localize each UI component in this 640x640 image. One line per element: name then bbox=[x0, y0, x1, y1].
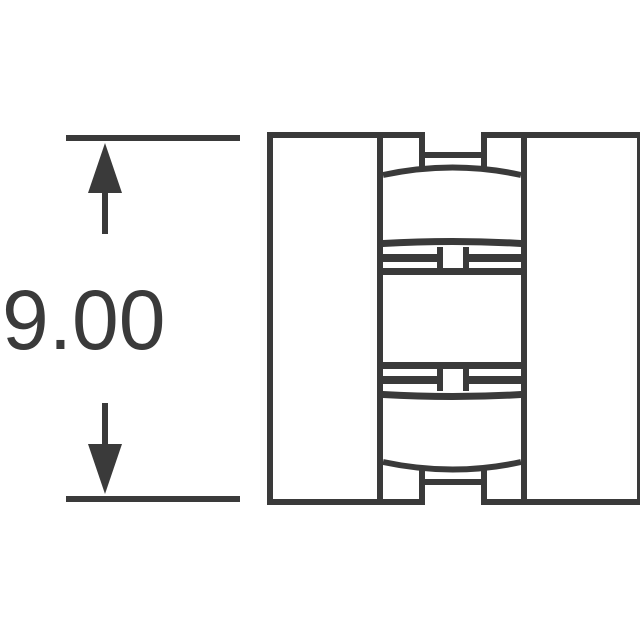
height-dimension bbox=[66, 135, 240, 502]
lower-band-top-edge bbox=[383, 362, 521, 369]
upper-band-top-edge bbox=[383, 238, 521, 247]
lower-lead-band bbox=[383, 362, 521, 400]
lower-band-center-post-left bbox=[437, 369, 443, 391]
dimension-value-label: 9.00 bbox=[2, 273, 166, 367]
lower-band-left-bar bbox=[383, 376, 441, 384]
bottom-cavity-curve bbox=[382, 459, 522, 473]
arrow-down-icon bbox=[88, 444, 122, 494]
lower-band-right-bar bbox=[465, 376, 521, 384]
lower-band-center-post-right bbox=[463, 369, 469, 391]
component-body bbox=[267, 132, 640, 505]
lower-band-bottom-edge bbox=[383, 391, 521, 400]
component-outline bbox=[267, 132, 640, 505]
upper-band-bottom-edge bbox=[383, 268, 521, 275]
upper-band-center-post-left bbox=[437, 247, 443, 269]
upper-band-right-bar bbox=[465, 254, 521, 262]
top-cavity-curve bbox=[382, 164, 522, 178]
upper-lead-band bbox=[383, 238, 521, 275]
arrow-up-icon bbox=[88, 143, 122, 193]
upper-band-center-post-right bbox=[463, 247, 469, 269]
upper-band-left-bar bbox=[383, 254, 441, 262]
